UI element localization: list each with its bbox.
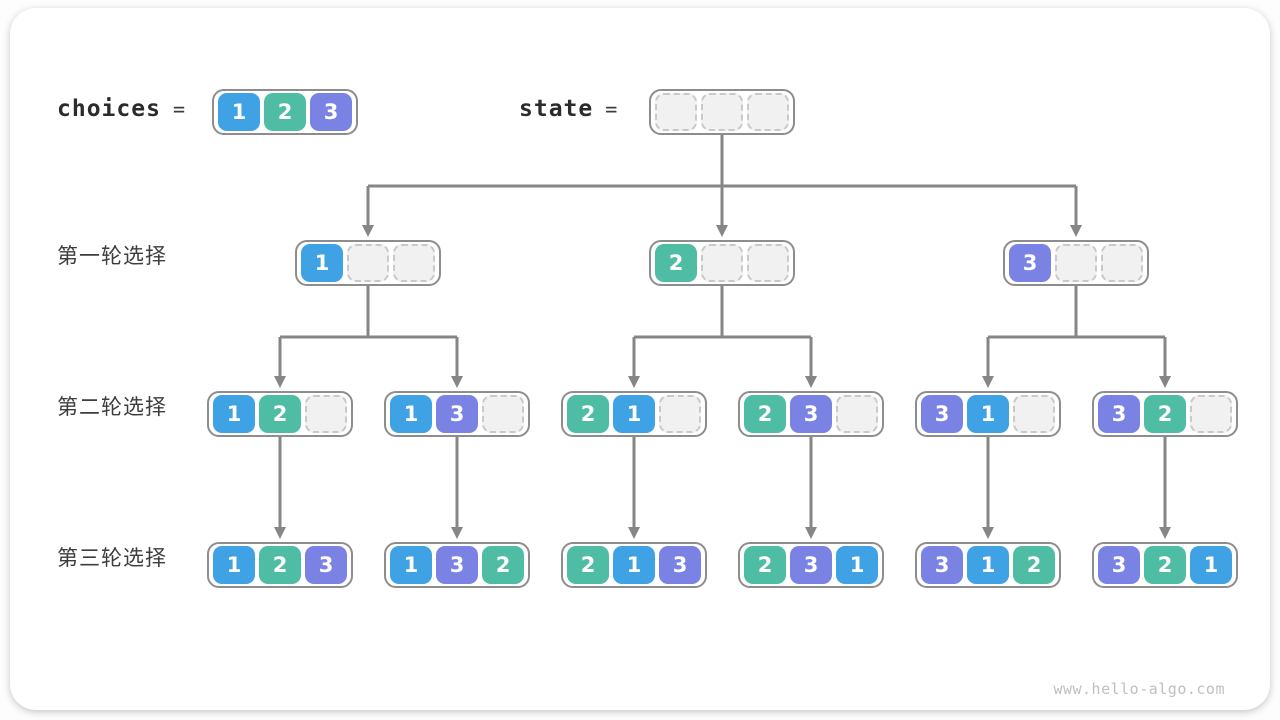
empty-slot [1190, 395, 1232, 433]
value-cell: 1 [1190, 546, 1232, 584]
empty-slot [655, 93, 697, 131]
round-3-label: 第三轮选择 [57, 547, 167, 570]
value-cell: 2 [655, 244, 697, 282]
value-cell: 2 [259, 395, 301, 433]
value-cell: 2 [567, 546, 609, 584]
empty-slot [393, 244, 435, 282]
value-cell: 3 [305, 546, 347, 584]
value-cell: 1 [967, 395, 1009, 433]
state-equals-sign: = [605, 97, 618, 121]
choices-equals-sign: = [172, 97, 185, 121]
value-cell: 2 [1013, 546, 1055, 584]
state-box [649, 89, 795, 135]
value-cell: 3 [1098, 395, 1140, 433]
value-cell: 1 [218, 93, 260, 131]
empty-slot [659, 395, 701, 433]
value-cell: 2 [264, 93, 306, 131]
value-cell: 3 [310, 93, 352, 131]
value-cell: 3 [921, 546, 963, 584]
state-node-round1: 2 [649, 240, 795, 286]
value-cell: 3 [436, 546, 478, 584]
watermark: www.hello-algo.com [1053, 680, 1225, 698]
value-cell: 3 [921, 395, 963, 433]
empty-slot [836, 395, 878, 433]
value-cell: 3 [790, 546, 832, 584]
empty-slot [747, 93, 789, 131]
state-node-round1: 1 [295, 240, 441, 286]
empty-slot [347, 244, 389, 282]
value-cell: 1 [213, 395, 255, 433]
value-cell: 1 [967, 546, 1009, 584]
value-cell: 3 [436, 395, 478, 433]
value-cell: 2 [482, 546, 524, 584]
value-cell: 1 [301, 244, 343, 282]
value-cell: 1 [836, 546, 878, 584]
choices-label: choices = [57, 89, 185, 135]
empty-slot [482, 395, 524, 433]
choices-label-text: choices [57, 96, 161, 122]
value-cell: 1 [390, 546, 432, 584]
round-2-label: 第二轮选择 [57, 396, 167, 419]
round-1-label: 第一轮选择 [57, 245, 167, 268]
value-cell: 2 [1144, 395, 1186, 433]
value-cell: 3 [659, 546, 701, 584]
state-node-round1: 3 [1003, 240, 1149, 286]
empty-slot [1101, 244, 1143, 282]
empty-slot [701, 244, 743, 282]
empty-slot [1055, 244, 1097, 282]
value-cell: 2 [744, 546, 786, 584]
figure-card [10, 8, 1270, 710]
state-label-text: state [519, 96, 594, 122]
empty-slot [701, 93, 743, 131]
empty-slot [305, 395, 347, 433]
state-label: state = [519, 89, 617, 135]
value-cell: 2 [567, 395, 609, 433]
value-cell: 3 [1098, 546, 1140, 584]
value-cell: 2 [259, 546, 301, 584]
value-cell: 2 [744, 395, 786, 433]
value-cell: 1 [390, 395, 432, 433]
value-cell: 3 [1009, 244, 1051, 282]
value-cell: 2 [1144, 546, 1186, 584]
empty-slot [1013, 395, 1055, 433]
empty-slot [747, 244, 789, 282]
value-cell: 1 [613, 395, 655, 433]
value-cell: 1 [613, 546, 655, 584]
value-cell: 3 [790, 395, 832, 433]
value-cell: 1 [213, 546, 255, 584]
